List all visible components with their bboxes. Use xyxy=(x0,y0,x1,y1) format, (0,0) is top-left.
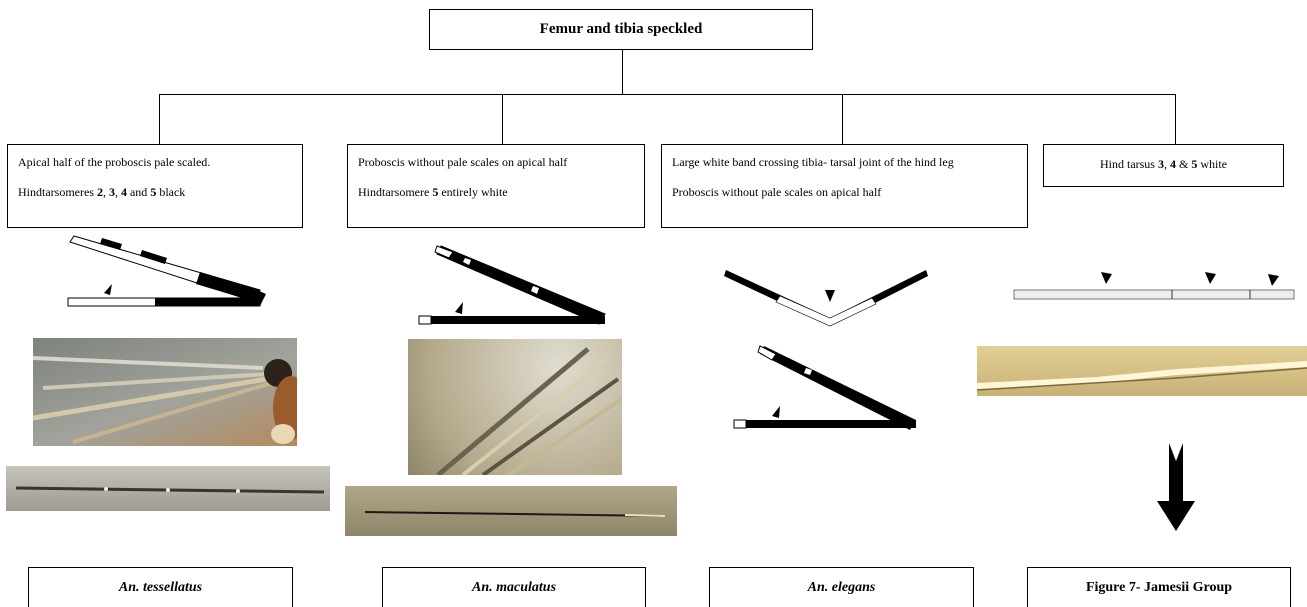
text-segment: Proboscis without pale scales on apical … xyxy=(672,184,882,199)
text-segment: Hind tarsus xyxy=(1099,157,1158,171)
photo-tessellatus-leg xyxy=(6,466,330,511)
branch-drop-1 xyxy=(159,94,160,144)
text-segment: , xyxy=(114,184,121,199)
branch-drop-4 xyxy=(1175,94,1176,144)
branch-drop-2 xyxy=(502,94,503,144)
leg-drawing-tessellatus xyxy=(67,235,266,307)
result-label-3: An. elegans xyxy=(807,579,876,595)
result-tessellatus: An. tessellatus xyxy=(28,567,293,607)
criteria-box-3: Large white band crossing tibia- tarsal … xyxy=(661,144,1028,228)
bold-number: 4 xyxy=(1169,157,1176,171)
text-segment: Proboscis without pale scales on apical … xyxy=(358,155,568,169)
arrow-down-icon xyxy=(1157,443,1195,531)
criteria-box-1: Apical half of the proboscis pale scaled… xyxy=(7,144,303,228)
root-title: Femur and tibia speckled xyxy=(539,21,703,37)
bold-number: 5 xyxy=(150,184,157,199)
leg-drawing-jamesii xyxy=(1013,272,1295,300)
text-segment: white xyxy=(1197,157,1227,171)
text-segment: Hindtarsomere xyxy=(358,184,433,199)
branch-bar xyxy=(159,94,1176,95)
result-label-1: An. tessellatus xyxy=(118,579,203,595)
root-stem xyxy=(622,50,623,95)
photo-jamesii-tarsus xyxy=(977,346,1307,396)
criteria-3-line-1: Large white band crossing tibia- tarsal … xyxy=(672,155,1019,171)
branch-drop-3 xyxy=(842,94,843,144)
text-segment: & xyxy=(1175,157,1192,171)
bold-number: 2 xyxy=(96,184,103,199)
text-segment: and xyxy=(126,184,151,199)
result-maculatus: An. maculatus xyxy=(382,567,646,607)
leg-drawing-maculatus xyxy=(418,245,606,325)
text-segment: black xyxy=(156,184,186,199)
criteria-box-4: Hind tarsus 3, 4 & 5 white xyxy=(1043,144,1284,187)
result-label-4: Figure 7- Jamesii Group xyxy=(1085,579,1233,595)
result-label-2: An. maculatus xyxy=(471,579,557,595)
result-jamesii-group: Figure 7- Jamesii Group xyxy=(1027,567,1291,607)
bold-number: 5 xyxy=(1191,157,1198,171)
leg-drawing-elegans-leg xyxy=(733,345,916,430)
root-node: Femur and tibia speckled xyxy=(429,9,813,50)
criteria-1-line-2: Hindtarsomeres 2, 3, 4 and 5 black xyxy=(18,185,294,201)
photo-maculatus-proboscis xyxy=(408,339,622,475)
bold-number: 5 xyxy=(432,184,439,199)
criteria-1-line-1: Apical half of the proboscis pale scaled… xyxy=(18,155,294,171)
bold-number: 3 xyxy=(1157,157,1164,171)
result-elegans: An. elegans xyxy=(709,567,974,607)
text-segment: Large white band crossing tibia- tarsal … xyxy=(672,155,954,169)
photo-tessellatus-proboscis xyxy=(33,338,297,446)
criteria-box-2: Proboscis without pale scales on apical … xyxy=(347,144,645,228)
criteria-2-line-1: Proboscis without pale scales on apical … xyxy=(358,155,636,171)
criteria-3-line-2: Proboscis without pale scales on apical … xyxy=(672,185,1019,201)
criteria-4-line-1: Hind tarsus 3, 4 & 5 white xyxy=(1050,157,1277,173)
bold-number: 4 xyxy=(120,184,127,199)
photo-maculatus-leg xyxy=(345,486,677,536)
bold-number: 3 xyxy=(108,184,115,199)
text-segment: Hindtarsomeres xyxy=(18,184,97,199)
criteria-2-line-2: Hindtarsomere 5 entirely white xyxy=(358,185,636,201)
leg-drawing-elegans-joint xyxy=(724,270,928,327)
text-segment: Apical half of the proboscis pale scaled… xyxy=(18,155,211,169)
text-segment: entirely white xyxy=(438,184,508,199)
text-segment: , xyxy=(102,184,109,199)
text-segment: , xyxy=(1163,157,1170,171)
